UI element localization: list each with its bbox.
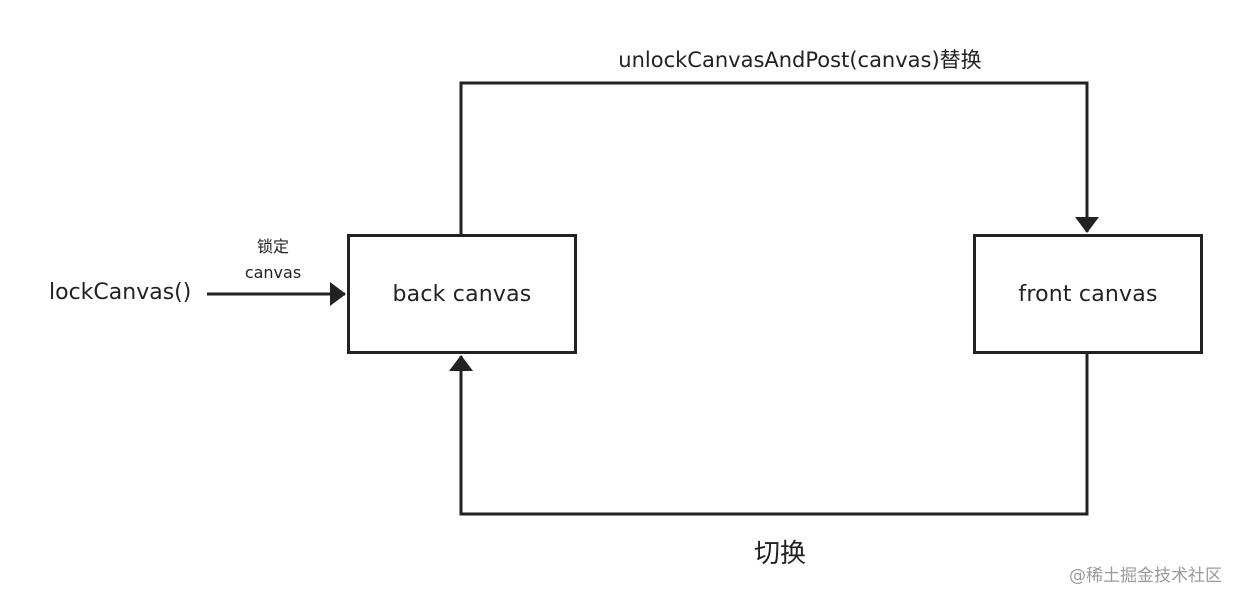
back-canvas-node: back canvas	[347, 234, 577, 354]
front-canvas-node: front canvas	[973, 234, 1203, 354]
back-canvas-label: back canvas	[392, 281, 532, 307]
switch-edge-label: 切换	[753, 539, 806, 569]
lock-canvas-call-label: lockCanvas()	[49, 280, 192, 305]
watermark: @稀土掘金技术社区	[1069, 566, 1222, 586]
switch-arrow	[449, 354, 1089, 516]
front-canvas-label: front canvas	[1018, 281, 1158, 307]
swap-edge-label: unlockCanvasAndPost(canvas)替换	[618, 48, 982, 72]
lock-note-line2: canvas	[244, 263, 302, 282]
lock-note-line1: 锁定	[256, 237, 289, 256]
lock-note-label: 锁定 canvas	[228, 234, 318, 286]
swap-arrow	[459, 81, 1099, 234]
